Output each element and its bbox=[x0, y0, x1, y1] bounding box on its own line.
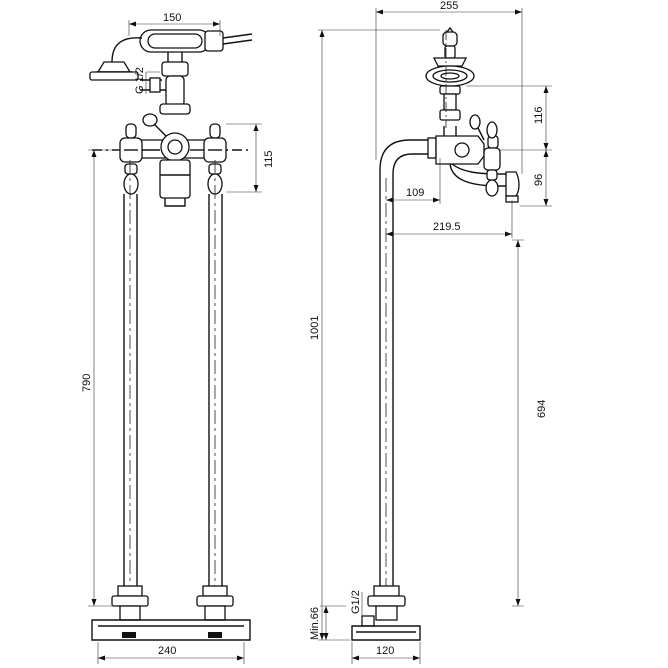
side-view: 255 1001 116 96 109 219.5 694 G1/2 Min.6… bbox=[309, 0, 552, 664]
side-handle bbox=[469, 114, 501, 197]
dim-front-base-width: 240 bbox=[158, 645, 176, 657]
dim-front-pipe-height: 790 bbox=[81, 374, 93, 392]
front-supply-pipes bbox=[123, 160, 223, 600]
diverter-knob bbox=[142, 113, 167, 137]
front-right-handle bbox=[190, 123, 227, 195]
dim-side-spout-offset: 109 bbox=[406, 187, 424, 199]
dim-side-top-width: 255 bbox=[440, 0, 458, 12]
dim-side-shower-height: 116 bbox=[533, 106, 545, 124]
hand-shower bbox=[89, 29, 253, 81]
dim-front-connection-thread: G 1/2 bbox=[134, 67, 146, 94]
side-dimension-lines bbox=[318, 8, 552, 664]
shower-cradle bbox=[140, 52, 191, 115]
side-spout bbox=[379, 126, 520, 230]
dim-front-handle-height: 115 bbox=[263, 150, 275, 168]
dim-side-thread: G1/2 bbox=[350, 590, 362, 614]
front-floor-fittings bbox=[91, 585, 251, 641]
dim-side-spout-height: 96 bbox=[533, 174, 545, 186]
dim-side-base-width: 120 bbox=[376, 645, 394, 657]
front-dimension-lines bbox=[88, 20, 262, 664]
side-floor-fitting bbox=[351, 585, 421, 641]
dim-side-spout-reach: 219.5 bbox=[433, 221, 461, 233]
dim-side-pipe-height: 694 bbox=[536, 400, 548, 418]
dim-front-top-width: 150 bbox=[163, 12, 181, 24]
side-supply-pipe bbox=[379, 30, 447, 604]
side-shower-head bbox=[425, 26, 475, 121]
front-left-handle bbox=[119, 123, 160, 195]
dim-side-min-height: Min.66 bbox=[309, 607, 321, 640]
dim-side-total-height: 1001 bbox=[309, 316, 321, 340]
front-view: 150 G 1/2 115 790 240 bbox=[81, 12, 275, 664]
